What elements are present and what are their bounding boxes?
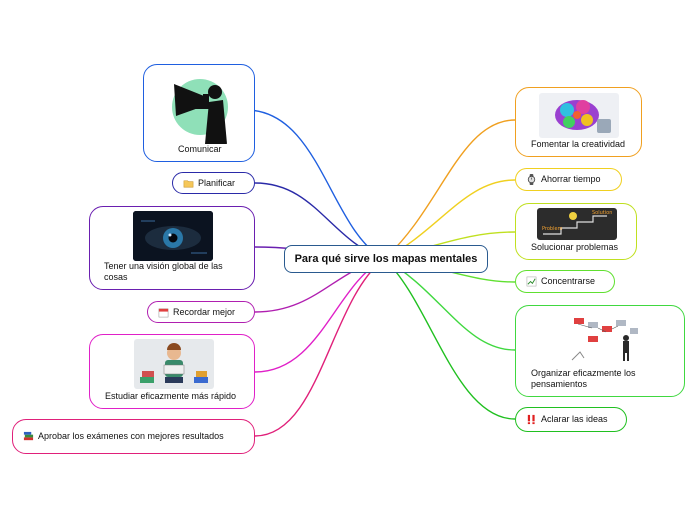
student-image bbox=[134, 339, 214, 389]
node-planificar[interactable]: Planificar bbox=[172, 172, 255, 194]
node-aclarar-label: Aclarar las ideas bbox=[541, 414, 608, 424]
node-aprobar[interactable]: Aprobar los exámenes con mejores resulta… bbox=[12, 419, 255, 454]
branch-link-estudiar bbox=[254, 258, 385, 373]
node-vision[interactable]: Tener una visión global de las cosas bbox=[89, 206, 255, 290]
books-icon bbox=[23, 431, 34, 441]
svg-text:Problem: Problem bbox=[542, 226, 563, 232]
organize-image bbox=[566, 314, 644, 364]
node-ahorrar-label: Ahorrar tiempo bbox=[541, 174, 601, 184]
calendar-icon bbox=[158, 308, 169, 317]
creativity-image bbox=[539, 93, 619, 138]
node-estudiar[interactable]: Estudiar eficazmente más rápido bbox=[89, 334, 255, 409]
node-comunicar[interactable]: Comunicar bbox=[143, 64, 255, 162]
node-ahorrar[interactable]: Ahorrar tiempo bbox=[515, 168, 622, 191]
problem-solution-icon: Problem Solution bbox=[537, 208, 617, 240]
megaphone-icon bbox=[172, 79, 228, 144]
chart-icon bbox=[526, 276, 537, 287]
double-exclamation-icon bbox=[527, 414, 535, 425]
branch-link-aclarar bbox=[383, 258, 516, 420]
watch-icon bbox=[527, 174, 536, 185]
node-recordar[interactable]: Recordar mejor bbox=[147, 301, 255, 323]
node-organizar-label: Organizar eficazmente los pensamientos bbox=[531, 368, 636, 389]
branch-link-creatividad bbox=[383, 119, 516, 260]
node-creatividad[interactable]: Fomentar la creatividad bbox=[515, 87, 642, 157]
eye-icon bbox=[133, 211, 213, 261]
megaphone-image bbox=[171, 70, 229, 144]
central-topic[interactable]: Para qué sirve los mapas mentales bbox=[284, 245, 488, 273]
central-topic-label: Para qué sirve los mapas mentales bbox=[294, 253, 478, 265]
eye-image bbox=[133, 211, 213, 261]
node-creatividad-label: Fomentar la creatividad bbox=[531, 139, 626, 149]
node-comunicar-label: Comunicar bbox=[178, 144, 222, 154]
student-reading-icon bbox=[134, 339, 214, 389]
node-concentrarse-label: Concentrarse bbox=[541, 276, 596, 286]
node-estudiar-label: Estudiar eficazmente más rápido bbox=[105, 391, 237, 401]
branch-link-comunicar bbox=[245, 109, 385, 260]
node-organizar[interactable]: Organizar eficazmente los pensamientos bbox=[515, 305, 685, 397]
node-vision-label: Tener una visión global de las cosas bbox=[104, 261, 223, 282]
folder-icon bbox=[183, 179, 194, 187]
node-recordar-label: Recordar mejor bbox=[173, 306, 236, 317]
node-solucionar-label: Solucionar problemas bbox=[531, 242, 619, 252]
node-aprobar-label: Aprobar los exámenes con mejores resulta… bbox=[38, 431, 224, 441]
svg-text:Solution: Solution bbox=[592, 210, 612, 216]
node-aclarar[interactable]: Aclarar las ideas bbox=[515, 407, 627, 432]
branch-link-aprobar bbox=[254, 258, 385, 437]
node-concentrarse[interactable]: Concentrarse bbox=[515, 270, 615, 293]
people-organizing-icon bbox=[566, 314, 644, 364]
solution-image: Problem Solution bbox=[537, 208, 617, 240]
node-solucionar[interactable]: Problem Solution Solucionar problemas bbox=[515, 203, 637, 260]
node-planificar-label: Planificar bbox=[198, 177, 236, 188]
colorful-brain-icon bbox=[539, 93, 619, 138]
